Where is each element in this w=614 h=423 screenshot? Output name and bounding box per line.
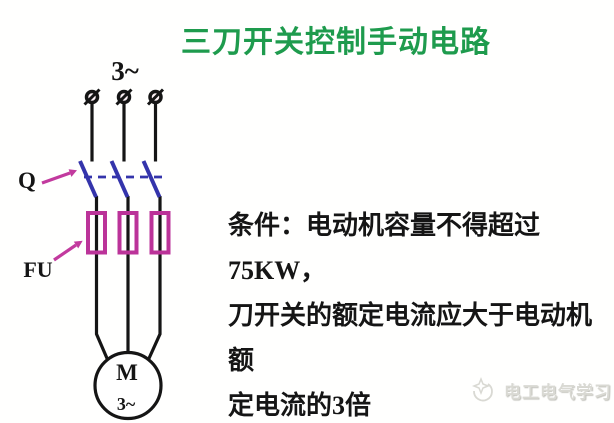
motor-circle xyxy=(93,350,163,421)
motor-phase-label: 3~ xyxy=(117,394,136,414)
knife-switch-blades xyxy=(78,160,162,198)
fuse-2 xyxy=(117,211,139,255)
fuse-1 xyxy=(86,211,107,255)
fuse-symbols xyxy=(86,211,171,255)
page-title: 三刀开关控制手动电路 xyxy=(181,26,491,59)
condition-text: 条件：电动机容量不得超过75KW， 刀开关的额定电流应大于电动机额 定电流的3倍 xyxy=(228,203,610,423)
watermark: 电工电气学习 xyxy=(466,375,612,405)
switch-blade-2 xyxy=(109,160,130,198)
condition-line-1: 条件：电动机容量不得超过75KW， xyxy=(228,211,541,285)
supply-terminal-l2 xyxy=(115,88,133,106)
condition-line-2: 刀开关的额定电流应大于电动机额 xyxy=(228,301,593,375)
motor-label: M xyxy=(116,360,138,385)
condition-line-3: 定电流的3倍 xyxy=(228,391,372,420)
supply-terminal-l3 xyxy=(146,88,165,106)
switch-label: Q xyxy=(18,168,36,193)
incoming-wires xyxy=(90,103,158,162)
outgoing-wires xyxy=(94,196,162,361)
switch-pointer-arrow xyxy=(41,169,77,185)
supply-terminal-l1 xyxy=(83,88,101,106)
switch-blade-3 xyxy=(141,160,162,198)
switch-blade-1 xyxy=(78,160,98,198)
fuse-3 xyxy=(149,211,171,255)
supply-phase-label: 3~ xyxy=(111,56,139,86)
spark-logo-icon xyxy=(471,376,493,402)
fuse-label: FU xyxy=(23,257,52,282)
fuse-pointer-arrow xyxy=(53,240,83,262)
watermark-text: 电工电气学习 xyxy=(504,382,612,402)
